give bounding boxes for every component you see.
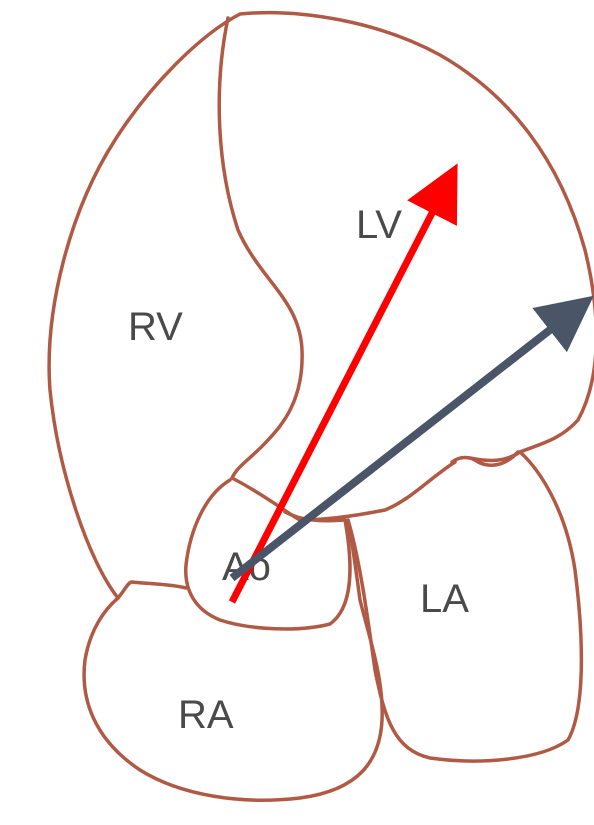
blue-arrow <box>232 308 578 578</box>
label-la: LA <box>420 577 469 621</box>
label-lv: LV <box>356 203 402 247</box>
red-arrow <box>232 182 448 602</box>
label-rv: RV <box>128 305 183 349</box>
septum-outline <box>219 18 302 478</box>
rv-floor-outline <box>118 582 186 598</box>
label-ra: RA <box>178 693 234 737</box>
